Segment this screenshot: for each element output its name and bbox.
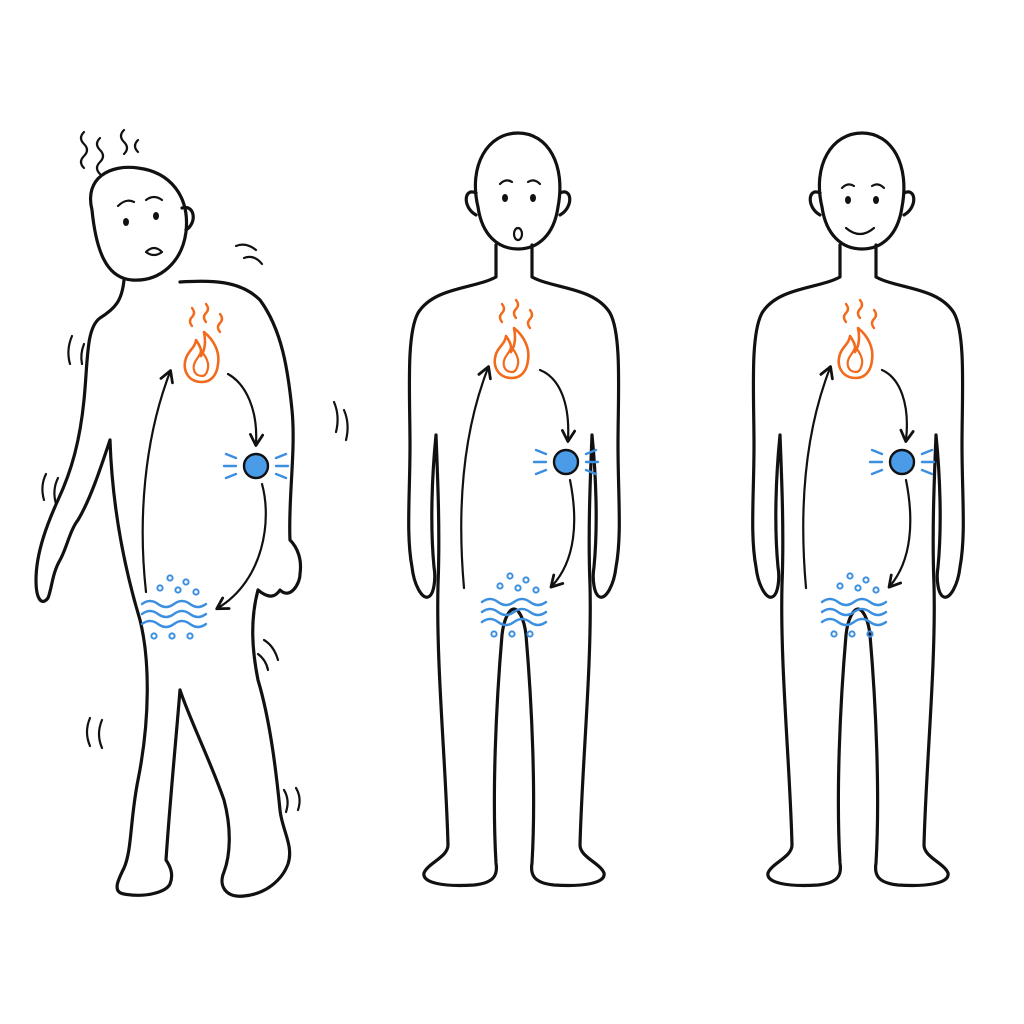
face-smiling: [840, 183, 886, 236]
blue-node-icon: [868, 448, 936, 476]
motion-lines-icon: [41, 243, 349, 814]
cycle-arrows: [460, 365, 577, 590]
figure-stressed: [34, 128, 349, 898]
stress-squiggles-icon: [79, 128, 140, 176]
water-waves-icon: [140, 574, 208, 640]
flame-icon: [493, 298, 534, 380]
water-waves-icon: [480, 572, 548, 638]
blue-node-icon: [532, 448, 600, 476]
face-surprised: [498, 179, 542, 242]
blue-node-icon: [222, 452, 290, 480]
flame-icon: [837, 298, 878, 380]
figure-neutral: [407, 131, 621, 888]
flame-icon: [183, 302, 224, 384]
cycle-arrows: [802, 365, 915, 590]
water-waves-icon: [820, 572, 888, 638]
cycle-arrows: [141, 369, 267, 611]
figure-balanced: [751, 131, 965, 888]
head-distressed: [88, 165, 195, 282]
